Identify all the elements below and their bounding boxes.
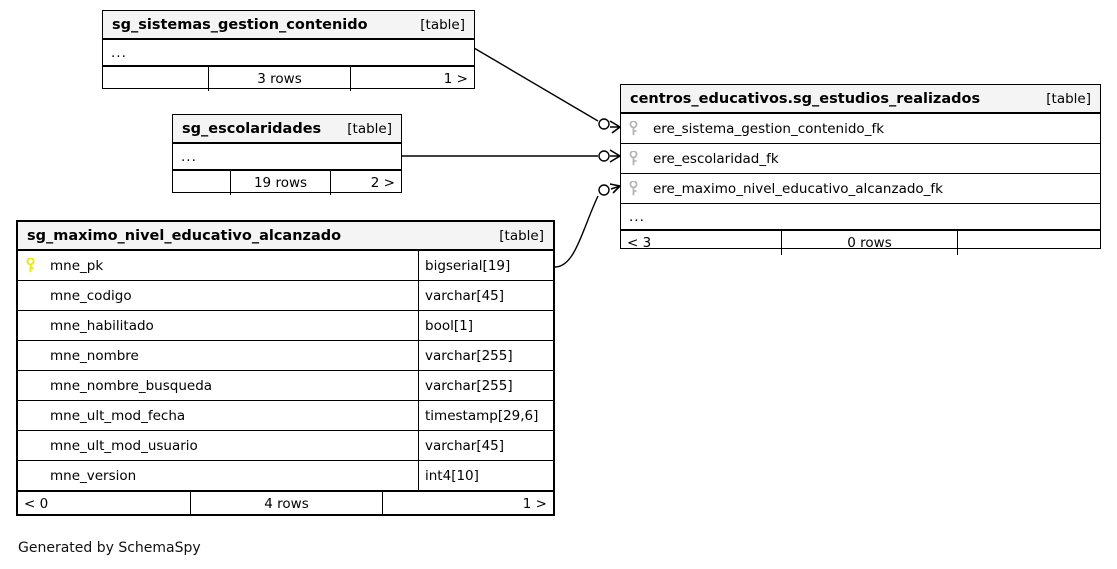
footer-row-count: 3 rows xyxy=(208,67,351,91)
table-header: sg_escolaridades [table] xyxy=(173,115,401,144)
table-type-tag: [table] xyxy=(347,120,392,137)
crowsfoot-many xyxy=(609,120,621,134)
table-centros-educativos-sg-estudios-realizados[interactable]: centros_educativos.sg_estudios_realizado… xyxy=(620,84,1101,255)
table-type-tag: [table] xyxy=(420,16,465,33)
column-name: ere_escolaridad_fk xyxy=(653,150,779,167)
table-title: sg_maximo_nivel_educativo_alcanzado xyxy=(27,227,342,244)
table-footer: 3 rows 1 > xyxy=(103,66,474,91)
column-name: mne_nombre xyxy=(50,347,139,364)
column-type: int4[10] xyxy=(418,461,553,490)
column-name: mne_pk xyxy=(50,257,104,274)
foreign-key-icon xyxy=(621,174,645,203)
column-name: mne_ult_mod_fecha xyxy=(50,407,186,424)
key-slot-empty xyxy=(18,281,42,310)
primary-key-icon xyxy=(18,251,42,280)
table-row[interactable]: ere_escolaridad_fk xyxy=(621,144,1100,174)
table-row[interactable]: mne_nombre_busqueda varchar[255] xyxy=(18,371,553,401)
column-name: mne_nombre_busqueda xyxy=(50,377,213,394)
column-type: varchar[255] xyxy=(418,371,553,400)
table-row[interactable]: ere_sistema_gestion_contenido_fk xyxy=(621,114,1100,144)
table-title: centros_educativos.sg_estudios_realizado… xyxy=(630,90,981,107)
collapsed-columns-indicator[interactable]: ... xyxy=(103,40,474,66)
table-sg-sistemas-gestion-contenido[interactable]: sg_sistemas_gestion_contenido [table] ..… xyxy=(102,10,475,91)
table-row[interactable]: mne_habilitado bool[1] xyxy=(18,311,553,341)
footer-parent-count[interactable]: < 3 xyxy=(627,235,652,251)
table-footer: 19 rows 2 > xyxy=(173,170,401,195)
collapsed-columns-indicator[interactable]: ... xyxy=(173,144,401,170)
table-title: sg_escolaridades xyxy=(182,120,322,137)
column-name: ere_sistema_gestion_contenido_fk xyxy=(653,120,885,137)
table-row[interactable]: mne_ult_mod_fecha timestamp[29,6] xyxy=(18,401,553,431)
table-sg-maximo-nivel-educativo-alcanzado[interactable]: sg_maximo_nivel_educativo_alcanzado [tab… xyxy=(16,220,555,516)
footer-parent-count[interactable]: < 0 xyxy=(24,496,49,512)
key-slot-empty xyxy=(18,461,42,490)
table-header: sg_sistemas_gestion_contenido [table] xyxy=(103,11,474,40)
table-header: centros_educativos.sg_estudios_realizado… xyxy=(621,85,1100,114)
table-row[interactable]: mne_pk bigserial[19] xyxy=(18,251,553,281)
table-row[interactable]: mne_nombre varchar[255] xyxy=(18,341,553,371)
footer-row-count: 19 rows xyxy=(230,171,331,195)
relationship-line-escolaridades xyxy=(402,149,621,163)
foreign-key-icon xyxy=(621,114,645,143)
table-row[interactable]: mne_version int4[10] xyxy=(18,461,553,491)
footer-child-count[interactable]: 1 > xyxy=(443,71,468,87)
key-slot-empty xyxy=(18,401,42,430)
footer-row-count: 4 rows xyxy=(190,492,383,516)
relationship-line-maximo-nivel-educativo xyxy=(554,183,621,268)
column-type: varchar[45] xyxy=(418,281,553,310)
zero-cardinality-circle xyxy=(598,184,610,196)
column-name: mne_codigo xyxy=(50,287,132,304)
column-type: varchar[45] xyxy=(418,431,553,460)
generated-by-caption: Generated by SchemaSpy xyxy=(18,540,201,556)
key-slot-empty xyxy=(18,371,42,400)
column-type: bool[1] xyxy=(418,311,553,340)
key-slot-empty xyxy=(18,311,42,340)
collapsed-columns-indicator[interactable]: ... xyxy=(621,204,1100,230)
column-name: ere_maximo_nivel_educativo_alcanzado_fk xyxy=(653,180,943,197)
table-sg-escolaridades[interactable]: sg_escolaridades [table] ... 19 rows 2 > xyxy=(172,114,402,195)
zero-cardinality-circle xyxy=(598,118,610,130)
column-type: timestamp[29,6] xyxy=(418,401,553,430)
footer-parent-count[interactable] xyxy=(103,67,208,91)
table-footer: < 3 0 rows xyxy=(621,230,1100,255)
table-row[interactable]: mne_codigo varchar[45] xyxy=(18,281,553,311)
table-footer: < 0 4 rows 1 > xyxy=(18,491,553,516)
crowsfoot-many xyxy=(609,183,621,194)
table-row[interactable]: ere_maximo_nivel_educativo_alcanzado_fk xyxy=(621,174,1100,204)
table-type-tag: [table] xyxy=(1046,90,1091,107)
column-type: bigserial[19] xyxy=(418,251,553,280)
column-type: varchar[255] xyxy=(418,341,553,370)
table-header: sg_maximo_nivel_educativo_alcanzado [tab… xyxy=(18,222,553,251)
footer-child-count[interactable]: 1 > xyxy=(522,496,547,512)
footer-child-count[interactable]: 2 > xyxy=(370,175,395,191)
foreign-key-icon xyxy=(621,144,645,173)
footer-parent-count[interactable] xyxy=(173,171,230,195)
column-name: mne_version xyxy=(50,467,137,484)
table-row[interactable]: mne_ult_mod_usuario varchar[45] xyxy=(18,431,553,461)
key-slot-empty xyxy=(18,431,42,460)
column-name: mne_ult_mod_usuario xyxy=(50,437,198,454)
table-type-tag: [table] xyxy=(499,227,544,244)
crowsfoot-many xyxy=(609,149,621,163)
relationship-line-sistemas-gestion-contenido xyxy=(473,47,621,134)
key-slot-empty xyxy=(18,341,42,370)
footer-row-count: 0 rows xyxy=(781,231,958,255)
column-name: mne_habilitado xyxy=(50,317,154,334)
footer-child-count[interactable] xyxy=(958,231,1100,255)
zero-cardinality-circle xyxy=(598,150,610,162)
table-title: sg_sistemas_gestion_contenido xyxy=(112,16,368,33)
